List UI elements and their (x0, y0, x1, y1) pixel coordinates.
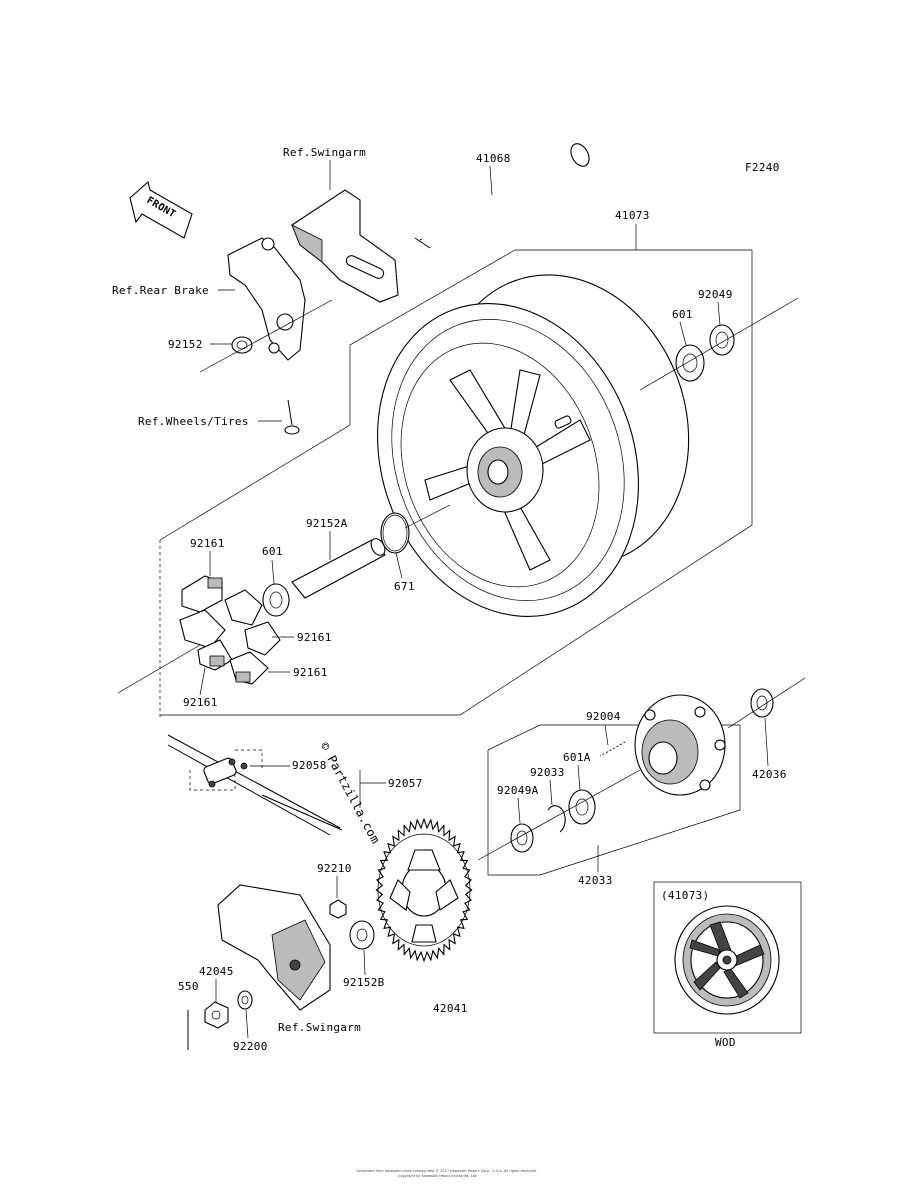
front-arrow-icon: FRONT (129, 180, 193, 239)
label-671: 671 (394, 580, 415, 593)
circlip-92033 (547, 805, 566, 833)
chain-adjuster-bottom (217, 884, 331, 1011)
ref-swingarm-top: Ref.Swingarm (283, 146, 366, 159)
inset-box: (41073) WOD (653, 881, 802, 1049)
seal-92049 (709, 324, 735, 356)
inset-caption: WOD (715, 1036, 736, 1049)
label-92152A: 92152A (306, 517, 348, 530)
hub-dampers-92161 (179, 575, 281, 685)
label-41068: 41068 (476, 152, 511, 165)
figure-code: F2240 (745, 161, 780, 174)
nut-42045 (204, 1001, 229, 1029)
valve-stem (284, 399, 300, 435)
collar-42036 (750, 688, 774, 718)
rear-wheel-41073 (377, 274, 690, 617)
label-92004: 92004 (586, 710, 621, 723)
label-92161-b: 92161 (297, 631, 332, 644)
collar-92152 (231, 336, 253, 354)
sprocket-coupling-42033 (634, 694, 726, 796)
label-92058: 92058 (292, 759, 327, 772)
axle-41068 (414, 143, 590, 249)
master-link-92058 (203, 757, 248, 788)
label-92161-c: 92161 (293, 666, 328, 679)
stud-92004 (599, 740, 626, 758)
ref-rear-brake: Ref.Rear Brake (112, 284, 209, 297)
sleeve-92152A (291, 538, 386, 599)
label-42036: 42036 (752, 768, 787, 781)
label-92152: 92152 (168, 338, 203, 351)
ref-wheels-tires: Ref.Wheels/Tires (138, 415, 249, 428)
label-601-left: 601 (262, 545, 283, 558)
washer-92200 (237, 990, 253, 1010)
watermark: © Partzilla.com (317, 740, 382, 846)
collar-92152B (349, 920, 375, 950)
chain-adjuster-top (291, 189, 399, 303)
ref-swingarm-bottom: Ref.Swingarm (278, 1021, 361, 1034)
label-92161-d: 92161 (183, 696, 218, 709)
oring-671 (380, 512, 410, 554)
seal-92049A (510, 823, 534, 853)
label-41073: 41073 (615, 209, 650, 222)
label-550: 550 (178, 980, 199, 993)
sprocket-42041 (375, 817, 473, 963)
footer-line2: Copyright by Kawasaki Heavy Industries, … (398, 1174, 477, 1178)
inset-title: (41073) (661, 889, 709, 902)
label-601-top: 601 (672, 308, 693, 321)
rear-brake-bracket (227, 237, 306, 361)
label-42033: 42033 (578, 874, 613, 887)
chain-92057 (167, 734, 343, 836)
label-92049A: 92049A (497, 784, 539, 797)
bearing-601-left (262, 583, 290, 617)
label-601A: 601A (563, 751, 591, 764)
footer-line1: Generated from Kawasaki parts catalog da… (356, 1169, 537, 1173)
label-42045: 42045 (199, 965, 234, 978)
label-92049: 92049 (698, 288, 733, 301)
label-92161-a: 92161 (190, 537, 225, 550)
label-92210: 92210 (317, 862, 352, 875)
label-92200: 92200 (233, 1040, 268, 1053)
label-42041: 42041 (433, 1002, 468, 1015)
label-92033: 92033 (530, 766, 565, 779)
label-92057: 92057 (388, 777, 423, 790)
bearing-601-top (675, 344, 705, 382)
label-92152B: 92152B (343, 976, 385, 989)
nut-92210 (329, 899, 347, 919)
